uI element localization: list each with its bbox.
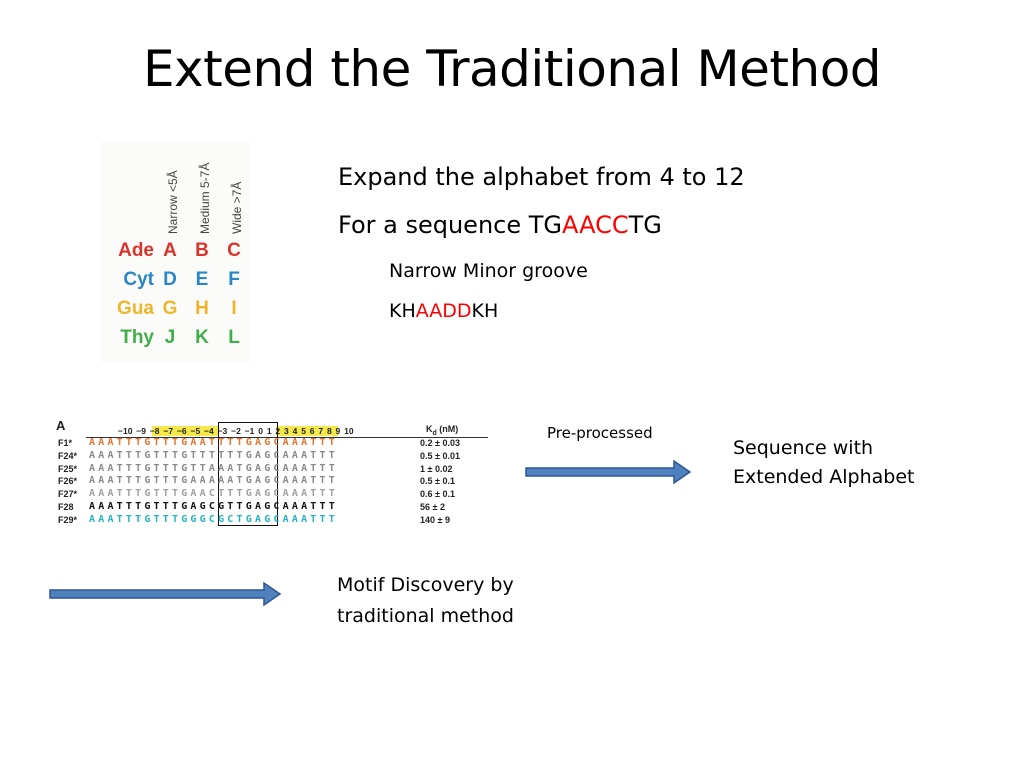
arrow-right-icon xyxy=(525,459,692,485)
kd-value: 140 ± 9 xyxy=(420,514,450,525)
position-highlight xyxy=(152,426,218,436)
sequence-name: F29* xyxy=(58,514,78,525)
bullet-expand-alphabet: Expand the alphabet from 4 to 12 xyxy=(338,163,745,191)
kd-value: 1 ± 0.02 xyxy=(420,463,453,474)
header-divider xyxy=(86,437,488,438)
sequence-name: F1* xyxy=(58,438,73,448)
position-numbers: −10 −9 −8 −7 −6 −5 −4 −3 −2 −1 0 1 2 3 4… xyxy=(118,426,354,436)
motif-discovery-label: Motif Discovery by traditional method xyxy=(337,574,514,627)
sequence-row: AAATTTGTTTGAATTTTGAGCAAATTT xyxy=(89,437,338,448)
base-name: Thy xyxy=(120,327,154,348)
alphabet-letter: E xyxy=(195,269,209,290)
bullet-list: Expand the alphabet from 4 to 12 For a s… xyxy=(338,162,745,338)
alphabet-letter: H xyxy=(195,298,209,319)
sequence-name: F26* xyxy=(58,476,78,487)
kd-value: 0.5 ± 0.1 xyxy=(420,476,455,487)
alphabet-column-header: Wide >7Å xyxy=(230,181,244,234)
pre-processed-label: Pre-processed xyxy=(547,424,653,442)
base-name: Ade xyxy=(118,240,154,261)
alphabet-letter: B xyxy=(195,240,209,261)
alphabet-letter: C xyxy=(227,240,241,261)
alphabet-column-header: Medium 5-7Å xyxy=(198,162,212,234)
alphabet-letter: F xyxy=(228,269,240,290)
sequence-name: F28 xyxy=(58,502,74,512)
highlight-aacc: AACC xyxy=(562,211,629,239)
alphabet-letter: J xyxy=(164,327,176,348)
kd-value: 0.5 ± 0.01 xyxy=(420,450,460,461)
arrow-right-icon xyxy=(49,581,282,607)
kd-value: 0.6 ± 0.1 xyxy=(420,489,455,500)
sequence-row: AAATTTGTTTGAGCGTTGAGCAAATTT xyxy=(89,501,338,512)
alphabet-letter: I xyxy=(231,298,237,319)
subbullet-narrow-minor-groove: Narrow Minor groove xyxy=(389,260,588,282)
highlight-aadd: AADD xyxy=(415,300,472,322)
panel-label: A xyxy=(56,418,66,433)
sequence-name: F27* xyxy=(58,489,78,500)
sequence-row: AAATTTGTTTGTTAAATGAGCAAATTT xyxy=(89,462,338,474)
sequence-name: F25* xyxy=(58,463,78,474)
sequence-extended-label: Sequence with Extended Alphabet xyxy=(733,437,915,488)
subbullet-encoded-sequence: KHAADDKH xyxy=(389,300,499,322)
sequence-binding-figure: A −10 −9 −8 −7 −6 −5 −4 −3 −2 −1 0 1 2 3 … xyxy=(56,418,496,530)
alphabet-letter: D xyxy=(163,269,177,290)
position-highlight xyxy=(276,426,338,436)
kd-header: Kd (nM) xyxy=(426,424,459,437)
core-region-box xyxy=(218,422,278,526)
sequence-row: AAATTTGTTTGAACTTTGAGCAAATTT xyxy=(89,488,338,500)
slide-title: Extend the Traditional Method xyxy=(142,40,882,98)
alphabet-letter: A xyxy=(163,240,177,261)
bullet-sequence: For a sequence TGAACCTG xyxy=(338,211,662,239)
base-name: Cyt xyxy=(123,269,154,290)
alphabet-column-header: Narrow <5Å xyxy=(166,170,180,234)
sequence-name: F24* xyxy=(58,450,78,461)
alphabet-letter: L xyxy=(228,327,240,348)
sequence-row: AAATTTGTTTGGGCGCTGAGCAAATTT xyxy=(89,513,338,525)
sequence-row: AAATTTGTTTGAAAAATGAGCAAATTT xyxy=(89,475,338,487)
alphabet-letter: G xyxy=(162,298,178,319)
alphabet-letter: K xyxy=(195,327,209,348)
kd-value: 0.2 ± 0.03 xyxy=(420,438,460,448)
base-name: Gua xyxy=(117,298,154,319)
kd-value: 56 ± 2 xyxy=(420,502,445,512)
sequence-row: AAATTTGTTTGTTTTTTGAGCAAATTT xyxy=(89,449,338,461)
